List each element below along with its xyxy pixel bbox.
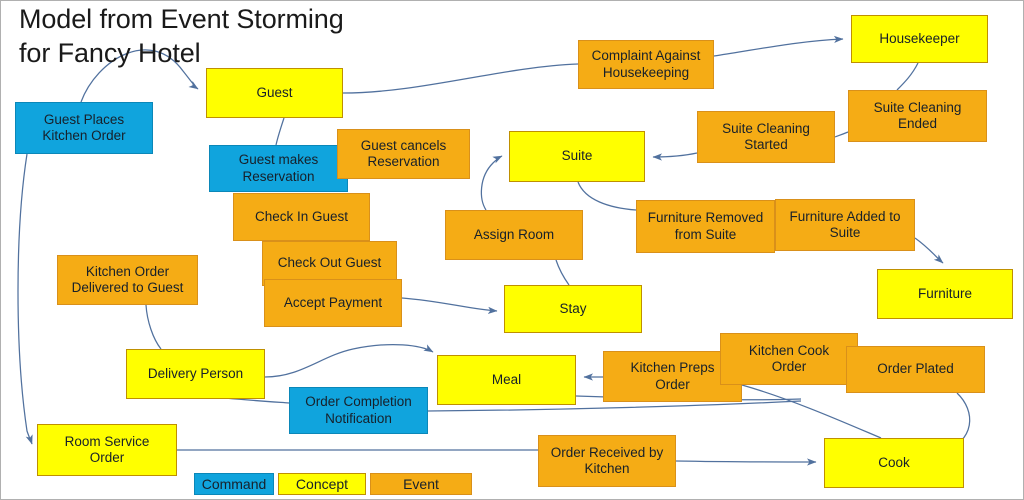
node-label-kitchen-preps-order: Kitchen Preps Order <box>630 360 715 392</box>
node-label-delivery-person: Delivery Person <box>147 365 244 381</box>
node-furniture-added-to-suite[interactable]: Furniture Added to Suite <box>775 199 915 251</box>
node-meal[interactable]: Meal <box>437 355 576 405</box>
node-label-assign-room: Assign Room <box>473 226 555 242</box>
edge-suite-to-furniture-removed <box>577 181 637 211</box>
node-label-housekeeper: Housekeeper <box>879 30 960 46</box>
node-suite-cleaning-started[interactable]: Suite Cleaning Started <box>697 111 835 163</box>
node-label-furniture-added-to-suite: Furniture Added to Suite <box>789 208 901 240</box>
legend-item-command: Command <box>194 473 274 495</box>
node-label-suite-cleaning-ended: Suite Cleaning Ended <box>873 99 962 131</box>
legend-item-event: Event <box>370 473 472 495</box>
node-label-cook: Cook <box>878 454 910 470</box>
node-order-completion-notification[interactable]: Order Completion Notification <box>289 387 428 434</box>
edge-complaint-to-housekeeper <box>713 35 844 57</box>
node-guest-places-kitchen-order[interactable]: Guest Places Kitchen Order <box>15 102 153 154</box>
node-label-guest: Guest <box>256 84 293 100</box>
node-label-guest-places-kitchen-order: Guest Places Kitchen Order <box>42 111 126 143</box>
node-guest-cancels-reservation[interactable]: Guest cancels Reservation <box>337 129 470 179</box>
node-kitchen-cook-order[interactable]: Kitchen Cook Order <box>720 333 858 385</box>
edge-guest-to-guest-makes-reservation <box>275 117 285 146</box>
edge-furniture-added-to-furniture <box>914 237 944 264</box>
edge-assign-room-to-suite <box>480 155 503 211</box>
node-kitchen-order-delivered-to-guest[interactable]: Kitchen Order Delivered to Guest <box>57 255 198 305</box>
node-suite[interactable]: Suite <box>509 131 645 182</box>
node-label-guest-cancels-reservation: Guest cancels Reservation <box>360 137 447 169</box>
legend-label-concept: Concept <box>295 476 349 492</box>
node-order-received-by-kitchen[interactable]: Order Received by Kitchen <box>538 435 676 487</box>
node-label-guest-makes-reservation: Guest makes Reservation <box>238 152 319 184</box>
edge-kitchen-order-delivered-to-delivery-person <box>145 304 162 350</box>
node-label-furniture: Furniture <box>917 285 973 301</box>
node-assign-room[interactable]: Assign Room <box>445 210 583 260</box>
node-label-order-plated: Order Plated <box>877 361 954 377</box>
node-furniture-removed-from-suite[interactable]: Furniture Removed from Suite <box>636 200 775 253</box>
legend-item-concept: Concept <box>278 473 366 495</box>
node-check-out-guest[interactable]: Check Out Guest <box>262 241 397 286</box>
node-guest[interactable]: Guest <box>206 68 343 118</box>
edge-guest-places-to-room-service-order <box>17 153 33 445</box>
node-label-kitchen-order-delivered-to-guest: Kitchen Order Delivered to Guest <box>71 263 184 295</box>
node-cook[interactable]: Cook <box>824 438 964 488</box>
node-label-meal: Meal <box>491 371 522 387</box>
edge-suite-cleaning-started-to-suite <box>652 152 698 161</box>
node-kitchen-preps-order[interactable]: Kitchen Preps Order <box>603 351 742 402</box>
node-label-order-completion-notification: Order Completion Notification <box>305 394 412 426</box>
node-housekeeper[interactable]: Housekeeper <box>851 15 988 63</box>
node-suite-cleaning-ended[interactable]: Suite Cleaning Ended <box>848 90 987 142</box>
node-furniture[interactable]: Furniture <box>877 269 1013 319</box>
node-room-service-order[interactable]: Room Service Order <box>37 424 177 476</box>
edge-delivery-person-to-meal <box>264 343 434 378</box>
node-label-check-out-guest: Check Out Guest <box>277 255 382 271</box>
node-order-plated[interactable]: Order Plated <box>846 346 985 393</box>
node-stay[interactable]: Stay <box>504 285 642 333</box>
legend-label-command: Command <box>201 476 267 492</box>
node-label-order-received-by-kitchen: Order Received by Kitchen <box>550 444 664 476</box>
edge-order-received-by-kitchen-to-cook <box>675 458 817 466</box>
node-label-suite: Suite <box>561 148 593 164</box>
edge-suite-cleaning-ended-to-started <box>834 131 849 138</box>
node-label-suite-cleaning-started: Suite Cleaning Started <box>722 120 810 152</box>
node-accept-payment[interactable]: Accept Payment <box>264 279 402 327</box>
page-title: Model from Event Storming for Fancy Hote… <box>19 4 344 68</box>
edge-assign-room-to-stay <box>555 259 570 286</box>
node-label-check-in-guest: Check In Guest <box>254 208 349 224</box>
node-complaint-against-housekeeping[interactable]: Complaint Against Housekeeping <box>578 40 714 89</box>
node-label-room-service-order: Room Service Order <box>64 433 150 465</box>
node-label-accept-payment: Accept Payment <box>283 294 383 310</box>
edge-housekeeper-to-suite-cleaning-ended <box>896 62 919 91</box>
node-label-stay: Stay <box>559 300 587 316</box>
node-label-kitchen-cook-order: Kitchen Cook Order <box>748 342 830 374</box>
node-label-furniture-removed-from-suite: Furniture Removed from Suite <box>647 210 764 242</box>
node-check-in-guest[interactable]: Check In Guest <box>233 193 370 241</box>
node-guest-makes-reservation[interactable]: Guest makes Reservation <box>209 145 348 192</box>
edge-accept-payment-to-stay <box>401 297 498 314</box>
node-delivery-person[interactable]: Delivery Person <box>126 349 265 399</box>
legend-label-event: Event <box>403 476 439 492</box>
node-label-complaint-against-housekeeping: Complaint Against Housekeeping <box>591 48 701 80</box>
